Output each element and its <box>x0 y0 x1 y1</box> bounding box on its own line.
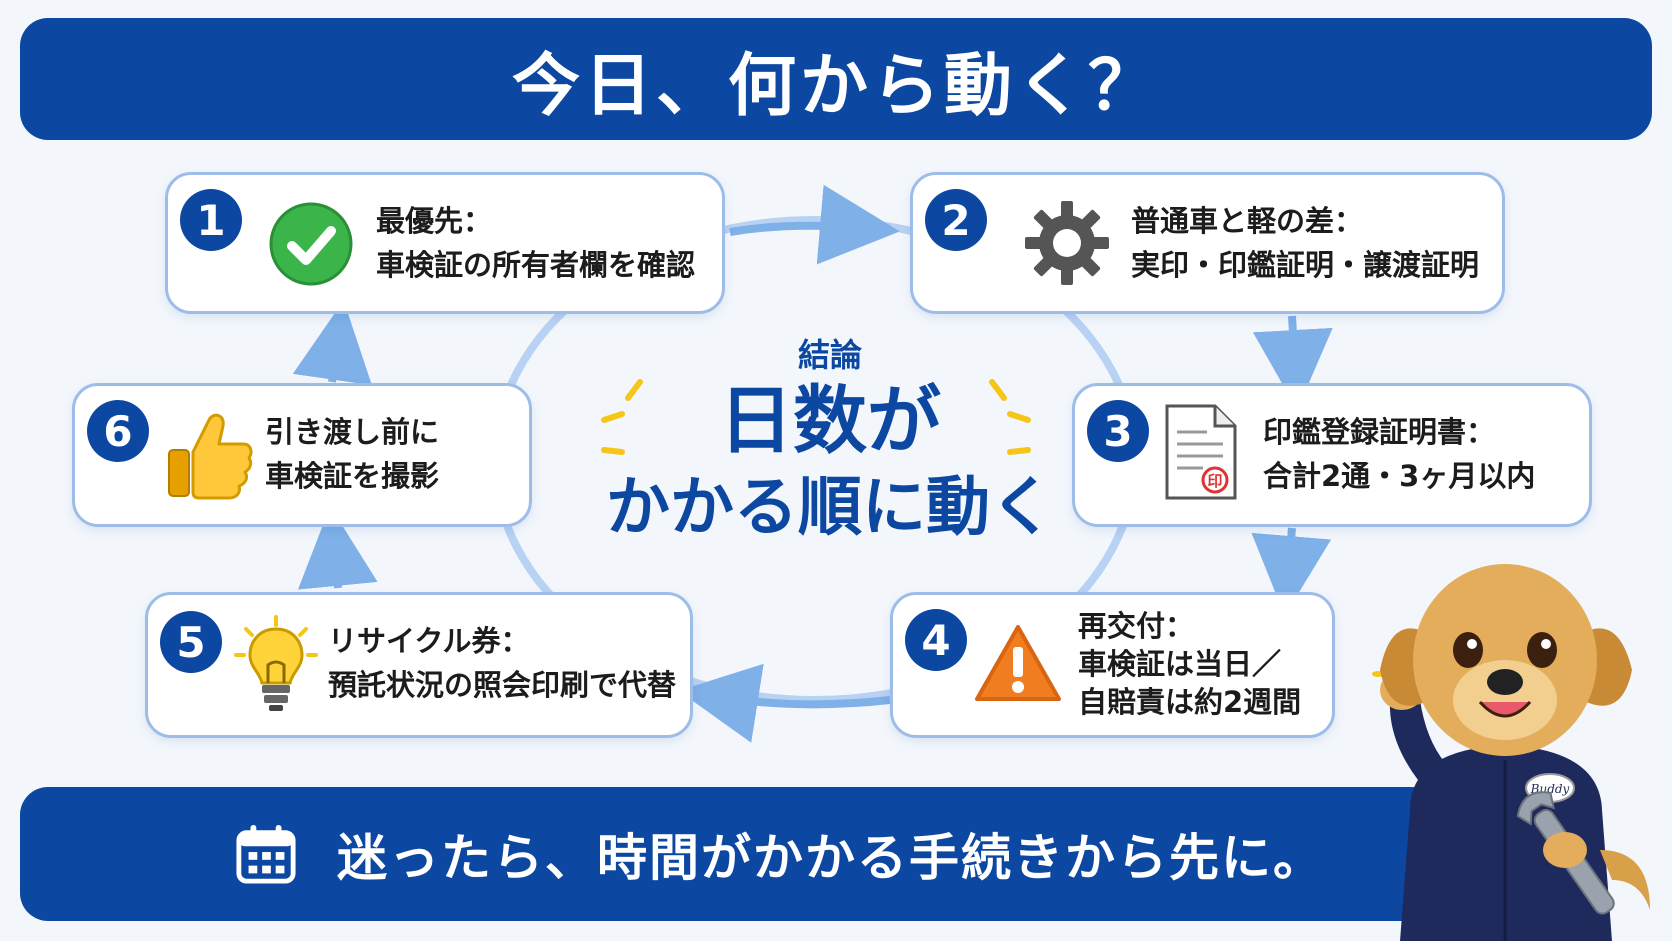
step-heading-2: 普通車と軽の差： <box>1131 204 1364 238</box>
step-card-4: 4 再交付： 車検証は当日／ 自賠責は約2週間 <box>890 592 1335 738</box>
dog-mechanic-icon: Buddy <box>1372 564 1650 941</box>
arrow-6-to-1 <box>292 300 372 386</box>
check-circle-icon <box>269 202 353 286</box>
step-heading-3: 印鑑登録証明書： <box>1263 415 1496 449</box>
step-text-3: 印鑑登録証明書： 合計2通・3ヶ月以内 <box>1263 410 1535 498</box>
step-text-6: 引き渡し前に 車検証を撮影 <box>265 410 439 498</box>
arrow-1-to-2 <box>729 184 900 265</box>
sparkle-right-icon <box>989 379 1031 455</box>
thumbs-up-icon <box>168 413 253 500</box>
step-number-3: 3 <box>1087 400 1149 462</box>
step-text-2: 普通車と軽の差： 実印・印鑑証明・譲渡証明 <box>1131 199 1479 287</box>
step-number-6: 6 <box>87 400 149 462</box>
conclusion-label: 結論 <box>797 336 862 374</box>
document-seal-icon: 印 <box>1165 404 1237 500</box>
step-card-6: 6 引き渡し前に 車検証を撮影 <box>72 383 532 527</box>
step-detail-2: 実印・印鑑証明・譲渡証明 <box>1131 248 1480 282</box>
seal-mark: 印 <box>1207 472 1222 490</box>
step-text-1: 最優先： 車検証の所有者欄を確認 <box>376 199 695 287</box>
step-heading-5: リサイクル券： <box>328 624 530 658</box>
step-card-1: 1 最優先： 車検証の所有者欄を確認 <box>165 172 725 314</box>
step-card-2: 2 普通車と軽の差： 実印・印鑑証明・譲渡証明 <box>910 172 1505 314</box>
conclusion: 結論 日数が かかる順に動く <box>570 335 1090 549</box>
step-detail-5: 預託状況の照会印刷で代替 <box>328 668 677 702</box>
step-detail-6: 車検証を撮影 <box>265 459 440 493</box>
arrow-2-to-3 <box>1252 315 1333 410</box>
gear-icon <box>1025 201 1109 285</box>
arrow-5-to-6 <box>297 506 378 590</box>
step-heading-4: 再交付： <box>1078 609 1195 643</box>
step-detail-1: 車検証の所有者欄を確認 <box>376 248 696 282</box>
step-detail-4b: 自賠責は約2週間 <box>1078 685 1302 719</box>
page-title: 今日、何から動く？ <box>511 46 1160 126</box>
conclusion-line-2: かかる順に動く <box>606 471 1054 545</box>
step-number-4: 4 <box>905 609 967 671</box>
sparkle-left-icon <box>601 379 643 455</box>
step-number-2: 2 <box>925 189 987 251</box>
lightbulb-icon <box>234 615 318 711</box>
step-detail-4a: 車検証は当日／ <box>1078 647 1282 681</box>
arrow-3-to-4 <box>1251 527 1332 616</box>
warning-icon <box>975 625 1061 701</box>
step-text-5: リサイクル券： 預託状況の照会印刷で代替 <box>328 619 676 707</box>
step-number-5: 5 <box>160 611 222 673</box>
arrow-4-to-5 <box>678 663 891 743</box>
step-detail-3: 合計2通・3ヶ月以内 <box>1263 459 1536 493</box>
step-text-4: 再交付： 車検証は当日／ 自賠責は約2週間 <box>1078 607 1301 721</box>
footer-banner: 迷ったら、時間がかかる手続きから先に。 <box>20 787 1440 921</box>
title-banner: 今日、何から動く？ <box>20 18 1652 140</box>
step-heading-1: 最優先： <box>376 204 493 238</box>
step-number-1: 1 <box>180 189 242 251</box>
step-heading-6: 引き渡し前に <box>265 415 440 449</box>
conclusion-line-1: 日数が <box>719 378 941 464</box>
footer-message: 迷ったら、時間がかかる手続きから先に。 <box>337 829 1325 887</box>
calendar-icon <box>236 824 296 884</box>
step-card-5: 5 リサイクル券： 預託状況の照会印刷で代替 <box>145 592 693 738</box>
step-card-3: 3 印 印鑑登録証明書： 合計2通・3ヶ月以内 <box>1072 383 1592 527</box>
